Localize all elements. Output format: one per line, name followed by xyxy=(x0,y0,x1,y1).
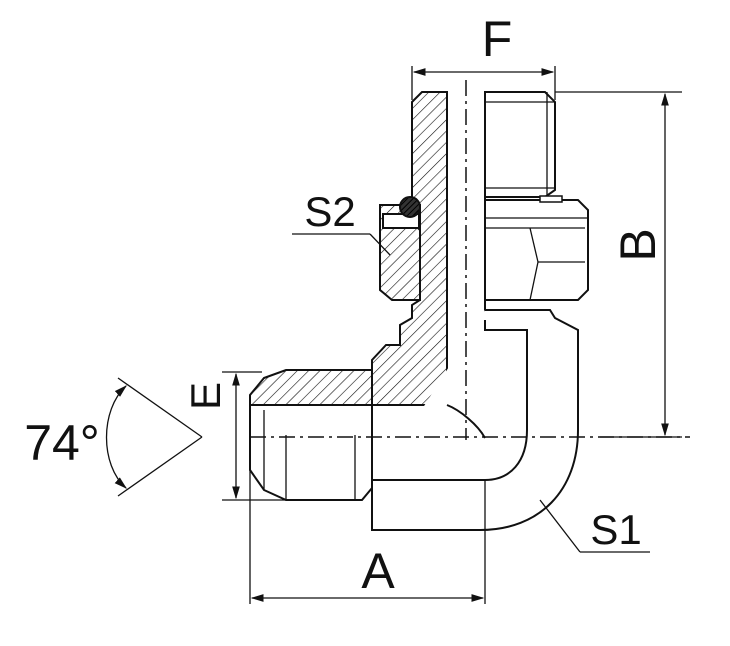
dimension-e: E xyxy=(182,371,286,501)
label-f: F xyxy=(482,11,513,67)
dimension-f: F xyxy=(411,11,556,100)
jic-male-end xyxy=(249,369,373,501)
dimension-a: A xyxy=(249,470,486,604)
lock-nut xyxy=(379,195,589,301)
lock-nut-right xyxy=(484,199,589,301)
label-b: B xyxy=(610,228,666,261)
jic-end-section xyxy=(249,369,373,406)
leader-s2: S2 xyxy=(292,188,391,256)
label-a: A xyxy=(361,543,395,599)
elbow-inner-bend xyxy=(372,320,528,481)
jic-end-outline xyxy=(249,404,373,501)
leader-s1: S1 xyxy=(539,499,650,553)
o-ring xyxy=(399,196,421,218)
angle-dimension: 74° xyxy=(24,377,203,497)
label-s1: S1 xyxy=(590,506,641,553)
label-e: E xyxy=(182,382,229,410)
label-angle: 74° xyxy=(24,415,100,471)
dimension-b: B xyxy=(555,91,682,438)
label-s2: S2 xyxy=(304,188,355,235)
top-stud-outline xyxy=(484,91,556,198)
elbow-body xyxy=(371,92,579,531)
